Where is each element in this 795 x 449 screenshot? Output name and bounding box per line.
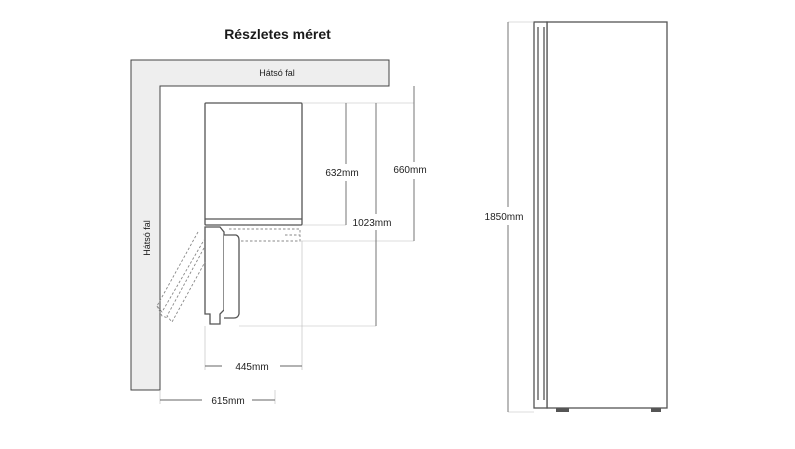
page-title: Részletes méret: [224, 26, 331, 42]
dim-1023-label: 1023mm: [353, 218, 392, 229]
dimension-615: 615mm: [160, 396, 275, 407]
dim-445-label: 445mm: [235, 362, 268, 373]
dimension-1850: 1850mm: [485, 21, 534, 413]
dimension-660: 660mm: [393, 86, 427, 241]
dim-1850-label: 1850mm: [485, 212, 524, 223]
dimension-1023: 1023mm: [353, 103, 392, 326]
back-wall-side-label: Hátsó fal: [142, 220, 152, 256]
dim-660-label: 660mm: [393, 165, 426, 176]
fridge-top-view: [156, 102, 303, 325]
back-wall: [130, 59, 390, 391]
dimension-632: 632mm: [325, 103, 359, 225]
dim-615-label: 615mm: [211, 396, 244, 407]
fridge-side-view: [533, 21, 668, 412]
back-wall-top-label: Hátsó fal: [259, 68, 295, 78]
dimension-445: 445mm: [205, 362, 302, 373]
dim-632-label: 632mm: [325, 168, 358, 179]
